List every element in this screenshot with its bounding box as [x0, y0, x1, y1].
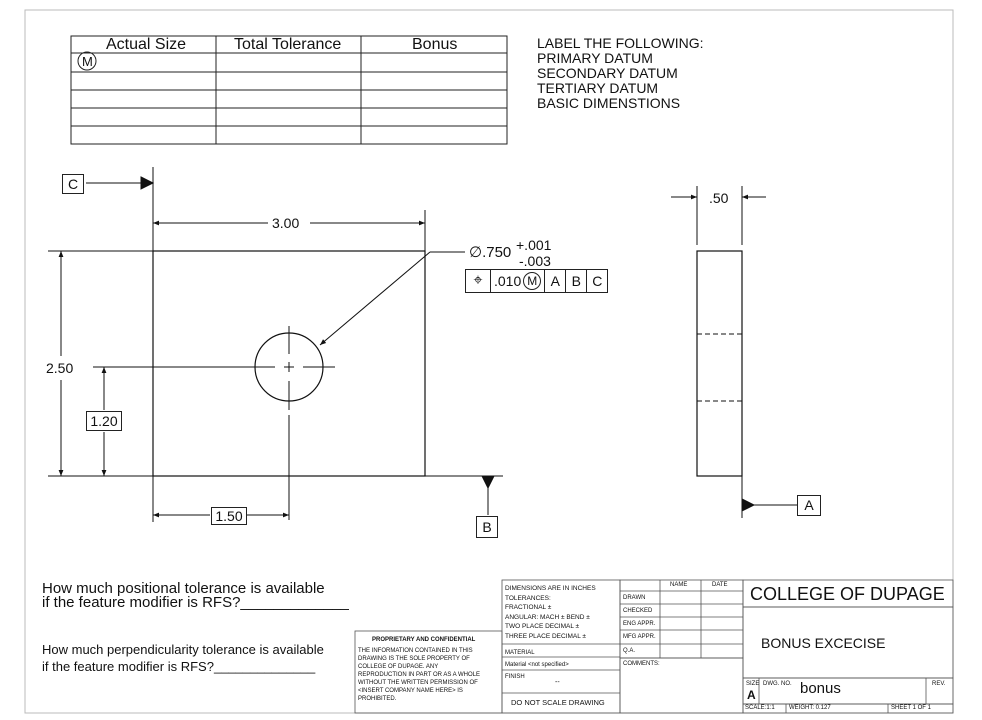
table-header-bonus: Bonus: [412, 36, 458, 53]
side-view: [696, 250, 743, 477]
dim-hole-y-value: 1.20: [86, 411, 122, 431]
finish-label: FINISH: [505, 674, 525, 680]
size-label: SIZE: [746, 681, 760, 687]
row-eng-appr: ENG APPR.: [623, 621, 656, 627]
proprietary-line: PROHIBITED.: [358, 696, 397, 702]
row-mfg-appr: MFG APPR.: [623, 634, 656, 640]
datum-a-box: A: [797, 495, 821, 516]
tolerance-note: TOLERANCES:: [505, 594, 551, 602]
datum-c-box: C: [62, 174, 84, 194]
tolerance-note: THREE PLACE DECIMAL ±: [505, 632, 586, 640]
finish-value: --: [555, 679, 560, 686]
question-1-line-1: How much positional tolerance is availab…: [42, 580, 325, 597]
tolerance-note: TWO PLACE DECIMAL ±: [505, 623, 580, 630]
row-qa: Q.A.: [623, 648, 636, 654]
proprietary-text: THE INFORMATION CONTAINED IN THIS DRAWIN…: [358, 647, 480, 703]
instructions: LABEL THE FOLLOWING: PRIMARY DATUM SECON…: [537, 36, 704, 111]
datum-b-box: B: [476, 516, 498, 538]
tolerance-table: [70, 35, 508, 145]
fcf-modifier: M: [523, 272, 542, 290]
instruction-item: BASIC DIMENSTIONS: [537, 95, 681, 111]
table-header-actual-size: Actual Size: [106, 36, 187, 53]
side-outline: [696, 250, 743, 477]
fcf-datum-b: B: [566, 270, 588, 292]
dim-hole-x: [152, 476, 289, 522]
proprietary-line: COLLEGE OF DUPAGE. ANY: [358, 664, 439, 670]
hole-diameter: ∅.750: [469, 244, 512, 261]
datum-b-leader: [425, 475, 503, 515]
instructions-title: LABEL THE FOLLOWING:: [537, 35, 704, 51]
dim-hole-y: [93, 366, 241, 476]
question-1-line-2: if the feature modifier is RFS?_________…: [42, 594, 349, 611]
hole-leader: [319, 251, 465, 346]
hole-plus-tolerance: +.001: [516, 237, 552, 253]
weight-value: WEIGHT: 0.127: [789, 705, 831, 711]
hole-centerlines: [241, 326, 335, 520]
side-hidden-lines: [697, 333, 742, 402]
table-header-total-tolerance: Total Tolerance: [234, 36, 342, 53]
hole-minus-tolerance: -.003: [519, 253, 551, 269]
dim-height-value: 2.50: [46, 360, 74, 376]
dim-width-value: 3.00: [272, 215, 300, 231]
row-drawn: DRAWN: [623, 595, 646, 601]
sheet-value: SHEET 1 OF 1: [891, 705, 931, 711]
drawing-title: BONUS EXCECISE: [761, 635, 886, 651]
fcf-datum-a: A: [545, 270, 567, 292]
instruction-item: TERTIARY DATUM: [537, 80, 659, 96]
dim-height: [48, 250, 153, 477]
row-checked: CHECKED: [623, 608, 653, 614]
instruction-item: SECONDARY DATUM: [537, 65, 678, 81]
material-value: Material <not specified>: [505, 662, 569, 668]
dim-width: [152, 210, 426, 251]
fcf-datum-c: C: [592, 273, 603, 289]
question-2-line-2: if the feature modifier is RFS?_________…: [42, 659, 316, 674]
tolerance-note: ANGULAR: MACH ± BEND ±: [505, 613, 590, 621]
title-block-lines: [354, 579, 954, 714]
tolerance-notes: DIMENSIONS ARE IN INCHES TOLERANCES: FRA…: [505, 584, 596, 641]
size-value: A: [747, 688, 756, 702]
proprietary-line: DRAWING IS THE SOLE PROPERTY OF: [358, 656, 470, 662]
position-symbol-icon: ⌖: [466, 270, 491, 292]
proprietary-line: WITHOUT THE WRITTEN PERMISSION OF: [358, 680, 478, 686]
rev-label: REV.: [932, 681, 946, 687]
proprietary-title: PROPRIETARY AND CONFIDENTIAL: [372, 637, 476, 643]
fcf-tolerance: .010: [494, 273, 522, 289]
material-label: MATERIAL: [505, 650, 535, 656]
datum-c-leader: [86, 167, 155, 251]
name-header: NAME: [670, 582, 688, 588]
scale-value: SCALE:1:1: [745, 705, 775, 711]
dim-thickness: [671, 186, 766, 245]
row-comments: COMMENTS:: [623, 661, 660, 667]
proprietary-line: <INSERT COMPANY NAME HERE> IS: [358, 688, 463, 694]
datum-a-leader: [741, 476, 798, 518]
tolerance-note: FRACTIONAL ±: [505, 604, 552, 611]
instruction-item: PRIMARY DATUM: [537, 50, 653, 66]
dwg-no-value: bonus: [800, 680, 841, 697]
question-2-line-1: How much perpendicularity tolerance is a…: [42, 642, 324, 657]
feature-control-frame: ⌖ .010 M A B C: [465, 269, 609, 293]
company-name: COLLEGE OF DUPAGE: [750, 584, 945, 604]
mmc-symbol: M: [82, 54, 93, 69]
dwg-no-label: DWG. NO.: [763, 681, 792, 687]
fcf-tolerance-cell: .010 M: [491, 270, 546, 292]
dim-hole-x-value: 1.50: [211, 507, 247, 525]
dim-thickness-value: .50: [709, 190, 729, 206]
do-not-scale: DO NOT SCALE DRAWING: [511, 698, 605, 707]
proprietary-line: THE INFORMATION CONTAINED IN THIS: [358, 648, 473, 654]
tolerance-note: DIMENSIONS ARE IN INCHES: [505, 585, 596, 592]
date-header: DATE: [712, 582, 728, 588]
proprietary-line: REPRODUCTION IN PART OR AS A WHOLE: [358, 672, 481, 678]
